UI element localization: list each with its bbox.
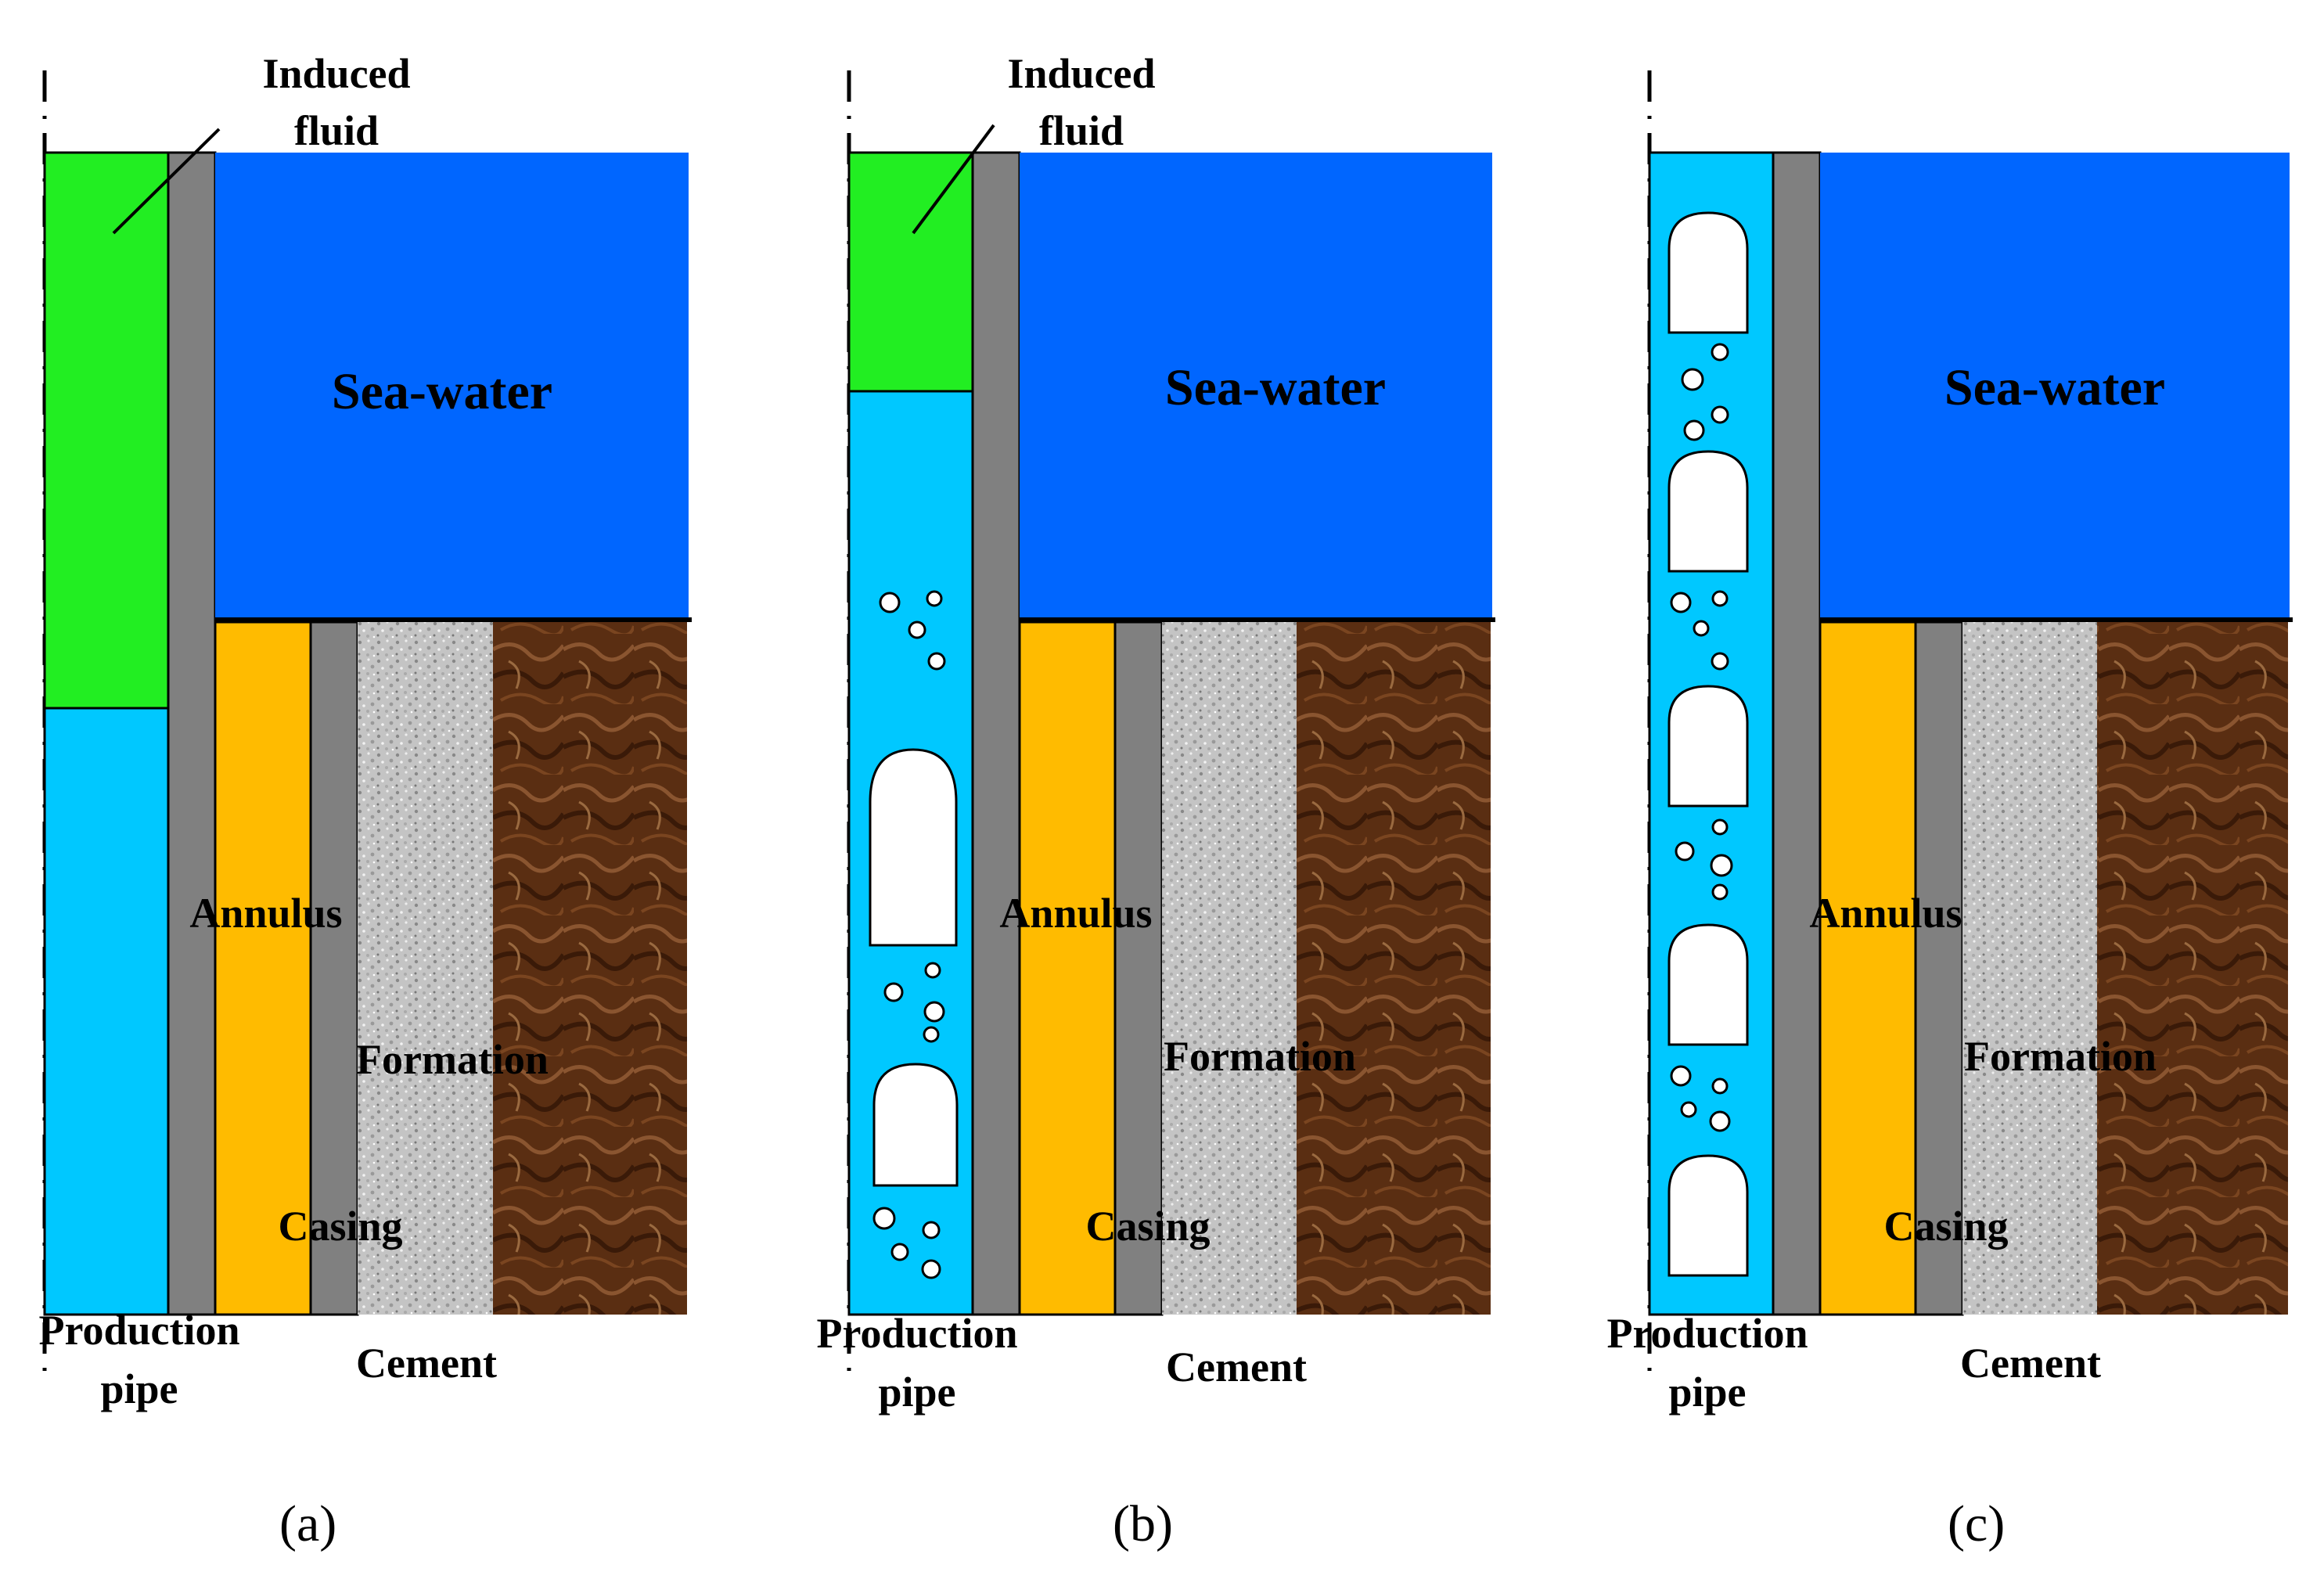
induced-label-1: Induced (262, 50, 410, 97)
sea-water-label: Sea-water (1165, 359, 1386, 416)
sea-water-label: Sea-water (1944, 359, 2165, 416)
formation-label: Formation (356, 1036, 549, 1083)
production-label-2: pipe (1668, 1369, 1746, 1416)
annulus-region (1018, 621, 1117, 1316)
sea-water-region (1020, 153, 1492, 618)
production-label-1: Production (816, 1310, 1017, 1357)
induced-label-2: fluid (1039, 107, 1124, 154)
cement-label: Cement (1166, 1344, 1307, 1390)
formation-region (493, 622, 687, 1315)
panel-b-caption: (b) (1113, 1495, 1173, 1552)
taylor-bubble (872, 1063, 959, 1187)
induced-label-2: fluid (294, 107, 379, 154)
cement-label: Cement (1960, 1340, 2101, 1387)
production-pipe-wall (971, 151, 1021, 1316)
annulus-region (214, 621, 312, 1316)
induced-fluid-region (847, 151, 974, 393)
casing-wall (1113, 621, 1164, 1316)
cement-label: Cement (356, 1340, 497, 1387)
cement-region (358, 622, 493, 1315)
annulus-region (1819, 621, 1917, 1316)
gas-liquid-region (43, 707, 170, 1316)
cement-region (1162, 622, 1297, 1315)
cement-region (1962, 622, 2097, 1315)
formation-region (1297, 622, 1491, 1315)
sea-water-region (215, 153, 689, 618)
production-label-1: Production (1606, 1310, 1808, 1357)
sea-water-label: Sea-water (332, 363, 552, 420)
panel-c-caption: (c) (1948, 1495, 2006, 1552)
induced-label-1: Induced (1007, 50, 1155, 97)
induced-fluid-region (43, 151, 170, 710)
panel-a-diagram: Induced fluid Sea-water Annulus Formatio… (38, 50, 692, 1412)
casing-label: Casing (1883, 1203, 2008, 1250)
slugs-group (1667, 211, 1749, 1277)
induced-fluid-leader (912, 124, 995, 235)
formation-region (2097, 622, 2288, 1315)
annulus-label: Annulus (1809, 890, 1962, 937)
formation-label: Formation (1964, 1033, 2157, 1080)
production-pipe-wall (1772, 151, 1822, 1316)
production-pipe-wall (167, 151, 217, 1316)
panel-c-diagram: Sea-water Annulus Formation Casing Produ… (1606, 70, 2293, 1416)
panel-a-caption: (a) (279, 1495, 337, 1552)
panel-a: Induced fluid Sea-water Annulus Formatio… (0, 0, 782, 1568)
annulus-label: Annulus (999, 890, 1152, 937)
sea-water-region (1820, 153, 2290, 618)
casing-wall (1914, 621, 1964, 1316)
production-label-1: Production (38, 1307, 239, 1354)
production-label-2: pipe (878, 1369, 955, 1416)
casing-label: Casing (278, 1203, 402, 1250)
bubbles-group (1670, 343, 1733, 1132)
annulus-label: Annulus (189, 890, 342, 937)
production-label-2: pipe (100, 1365, 178, 1412)
formation-label: Formation (1164, 1033, 1356, 1080)
panel-b-diagram: Induced fluid Sea-water Annulus Formatio… (816, 50, 1495, 1416)
casing-wall (309, 621, 359, 1316)
taylor-bubble (869, 748, 958, 947)
casing-label: Casing (1085, 1203, 1210, 1250)
bubbles-group (872, 590, 946, 1279)
panel-c: Sea-water Annulus Formation Casing Produ… (1606, 0, 2324, 1568)
panel-b: Induced fluid Sea-water Annulus Formatio… (804, 0, 1586, 1568)
induced-fluid-leader (112, 128, 221, 235)
